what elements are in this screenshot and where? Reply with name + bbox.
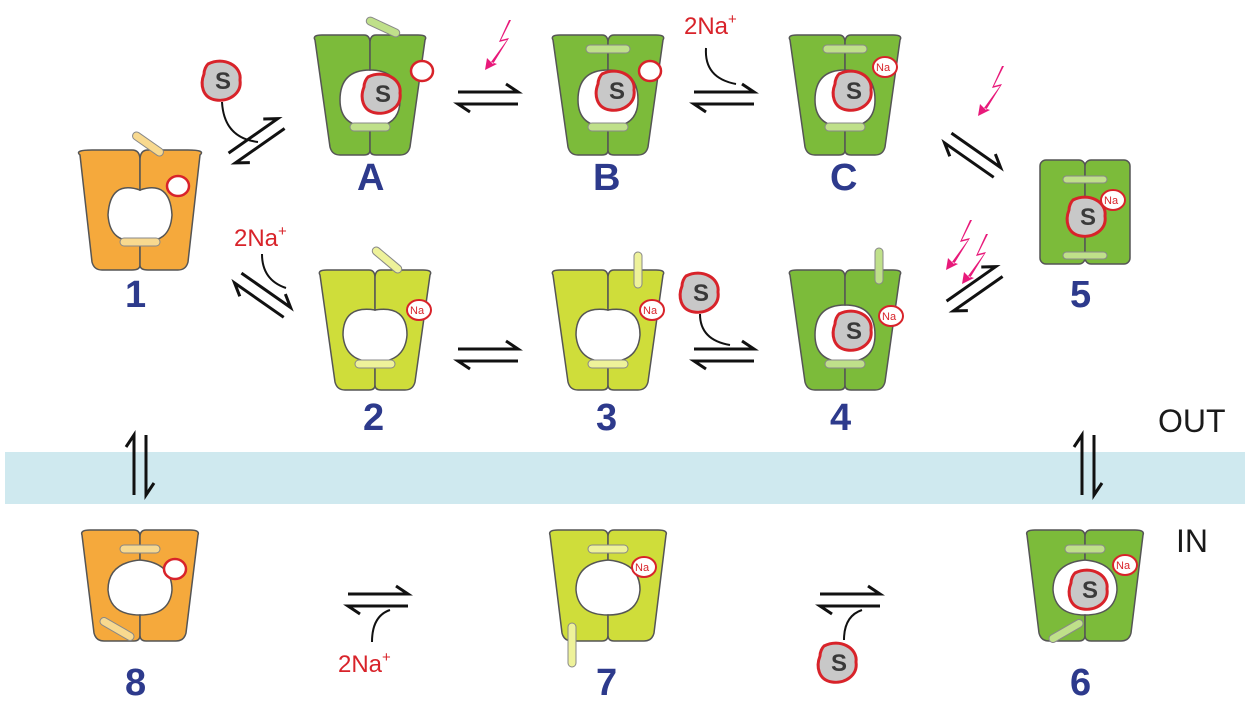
sodium-reagent-bottom: 2Na+ [338, 649, 391, 678]
curved-arrow-icon [221, 101, 259, 143]
transporter-state-4: Na [788, 247, 904, 391]
equilibrium-arrow-icon [456, 339, 520, 371]
state-label-5: 5 [1070, 274, 1091, 316]
transporter-state-6: Na [1025, 529, 1145, 643]
transporter-state-5: Na [1039, 159, 1131, 265]
equilibrium-arrow-icon [456, 82, 520, 114]
substrate-icon [678, 271, 720, 314]
equilibrium-arrow-icon [346, 584, 410, 616]
light-flash-icon [978, 66, 1004, 116]
membrane [5, 452, 1245, 504]
sodium-bound-C: Na [876, 62, 891, 74]
sodium-bound-3: Na [643, 305, 658, 317]
transporter-state-1 [77, 131, 203, 271]
curved-arrow-icon [261, 253, 287, 289]
state-label-3: 3 [596, 397, 617, 439]
equilibrium-arrow-icon [938, 125, 1007, 186]
state-label-2: 2 [363, 397, 384, 439]
state-label-1: 1 [125, 274, 146, 316]
substrate-icon [200, 59, 242, 102]
curved-arrow-icon [371, 609, 391, 643]
state-label-6: 6 [1070, 662, 1091, 700]
state-label-A: A [357, 157, 384, 199]
sodium-reagent-top: 2Na+ [684, 11, 737, 40]
transporter-state-A [313, 16, 435, 156]
light-flash-icon [485, 20, 511, 70]
transporter-state-8 [80, 529, 200, 642]
transporter-state-7: Na [548, 529, 668, 668]
sodium-bound-2: Na [410, 305, 425, 317]
curved-arrow-icon [843, 609, 863, 641]
equilibrium-arrow-icon [222, 110, 291, 171]
curved-arrow-icon [704, 47, 737, 85]
sodium-bound-5: Na [1104, 195, 1119, 207]
equilibrium-arrow-icon [228, 265, 297, 326]
transporter-state-2: Na [318, 246, 432, 391]
state-label-B: B [593, 157, 620, 199]
out-label: OUT [1158, 403, 1226, 439]
light-flash-icon [946, 220, 972, 270]
equilibrium-arrow-icon [692, 339, 756, 371]
transporter-state-C: Na [788, 34, 902, 156]
in-label: IN [1176, 523, 1208, 559]
sodium-bound-7: Na [635, 562, 650, 574]
sodium-reagent-left: 2Na+ [234, 223, 287, 252]
transporter-state-3: Na [551, 251, 665, 391]
sodium-bound-6: Na [1116, 560, 1131, 572]
state-label-8: 8 [125, 662, 146, 700]
state-label-C: C [830, 157, 857, 199]
state-label-7: 7 [596, 662, 617, 700]
sodium-bound-4: Na [882, 311, 897, 323]
equilibrium-arrow-icon [818, 584, 882, 616]
substrate-icon [816, 641, 858, 684]
equilibrium-arrow-icon [692, 82, 756, 114]
state-label-4: 4 [830, 397, 851, 439]
curved-arrow-icon [699, 313, 731, 346]
transporter-state-B [551, 34, 665, 156]
